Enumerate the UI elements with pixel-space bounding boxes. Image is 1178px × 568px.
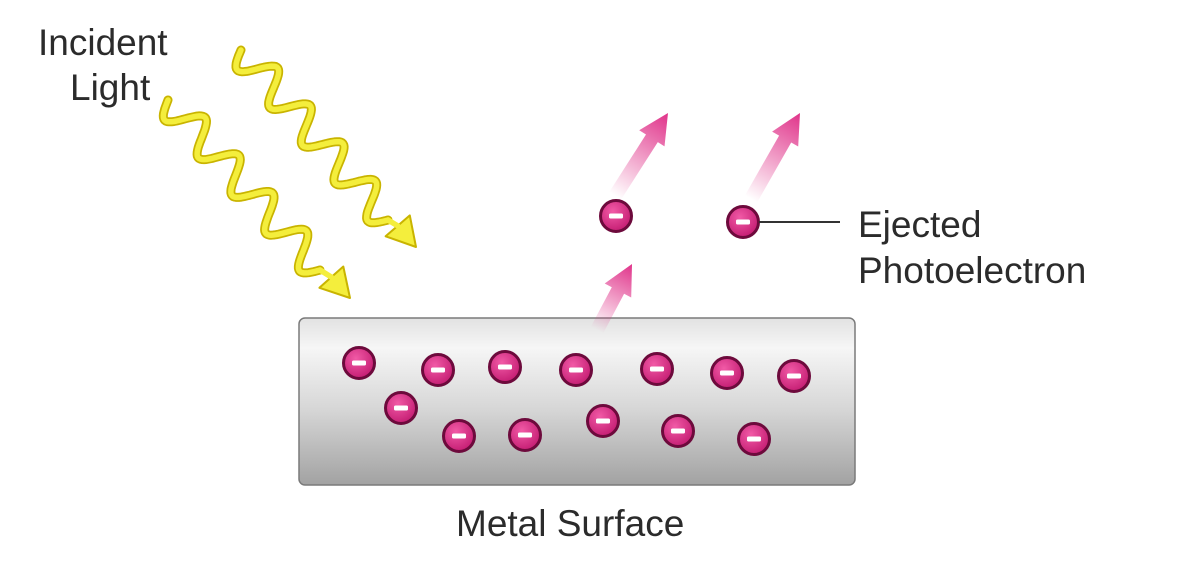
incident-light-label: Incident Light [38,22,178,108]
negative-charge-sign [596,418,610,424]
ejection-arrows [590,113,800,334]
ejected-photoelectron-line1: Ejected [858,204,981,245]
negative-charge-sign [498,364,512,370]
negative-charge-sign [569,367,583,373]
negative-charge-sign [720,370,734,376]
negative-charge-sign [787,373,801,379]
ejection-arrow-1 [590,264,632,334]
light-wave-1 [160,97,323,276]
negative-charge-sign [609,213,623,219]
negative-charge-sign [518,432,532,438]
negative-charge-sign [452,433,466,439]
metal-surface-label: Metal Surface [456,503,684,544]
metal-electron [442,419,476,453]
metal-electron [559,353,593,387]
ejected-photoelectron-line2: Photoelectron [858,250,1086,291]
light-wave-2 [233,47,391,226]
negative-charge-sign [650,366,664,372]
negative-charge-sign [671,428,685,434]
metal-electron [640,352,674,386]
ejection-arrow-2 [609,113,668,200]
incident-light-line1: Incident [38,22,168,63]
ejected-photoelectron-label: Ejected Photoelectron [858,204,1086,291]
incident-light-line2: Light [70,67,151,108]
light-waves [158,45,417,299]
ejected-electron [599,199,633,233]
metal-electron [488,350,522,384]
metal-electron [384,391,418,425]
ejected-electron [726,205,760,239]
metal-surface-slab [298,317,856,486]
metal-electron [710,356,744,390]
light-wave-connector [385,217,401,229]
negative-charge-sign [747,436,761,442]
metal-electron [508,418,542,452]
light-wave-connector [317,267,335,280]
ejection-arrow-3 [744,113,800,203]
negative-charge-sign [394,405,408,411]
negative-charge-sign [431,367,445,373]
light-wave-outline [158,95,325,278]
negative-charge-sign [352,360,366,366]
metal-electron [421,353,455,387]
metal-electron [777,359,811,393]
ejected-electrons [599,199,760,239]
metal-electrons [342,346,811,456]
metal-electron [342,346,376,380]
metal-electron [586,404,620,438]
metal-electron [661,414,695,448]
negative-charge-sign [736,219,750,225]
metal-electron [737,422,771,456]
